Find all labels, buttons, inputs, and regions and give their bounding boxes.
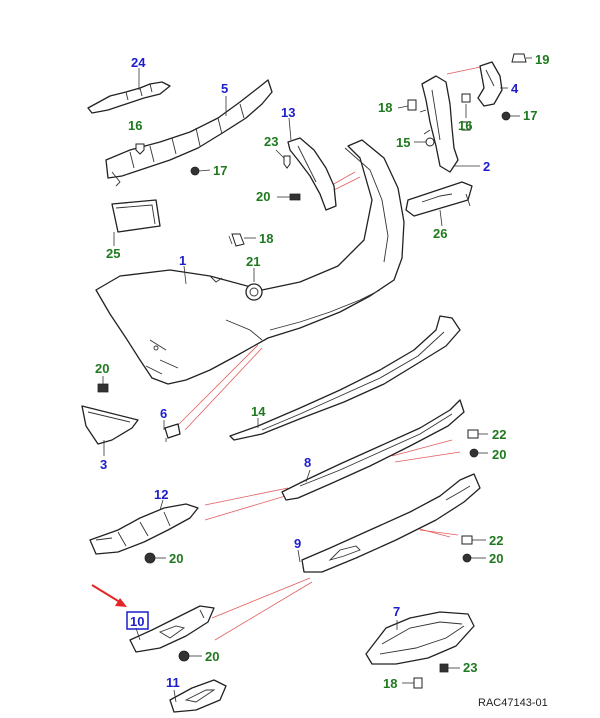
part-6-clip <box>163 420 181 439</box>
label-20: 20 <box>95 361 109 376</box>
label-25: 25 <box>106 246 120 261</box>
label-11: 11 <box>166 675 180 690</box>
part-13-side-bracket <box>287 117 337 211</box>
part-10-highlight-box <box>126 611 149 630</box>
label-6: 6 <box>160 406 167 421</box>
label-16: 16 <box>458 118 472 133</box>
label-3: 3 <box>100 457 107 472</box>
part-labels: 24 5 16 17 13 23 20 25 18 1 21 19 4 18 1… <box>95 52 549 691</box>
part-3-reflector <box>81 405 139 456</box>
label-17: 17 <box>523 108 537 123</box>
part-1-bumper-cover <box>95 139 405 385</box>
label-26: 26 <box>433 226 447 241</box>
part-7-skid-plate <box>365 611 475 665</box>
label-19: 19 <box>535 52 549 67</box>
label-18: 18 <box>378 100 392 115</box>
label-22: 22 <box>489 533 503 548</box>
label-16: 16 <box>128 118 142 133</box>
diagram-reference-code: RAC47143-01 <box>478 697 548 709</box>
label-23: 23 <box>463 660 477 675</box>
label-1: 1 <box>179 253 186 268</box>
label-21: 21 <box>246 254 260 269</box>
label-17: 17 <box>213 163 227 178</box>
label-22: 22 <box>492 427 506 442</box>
part-2-right-bracket <box>419 75 480 173</box>
label-20: 20 <box>205 649 219 664</box>
part-10-bracket <box>129 605 215 653</box>
part-9-lower-diffuser <box>297 473 481 573</box>
label-20: 20 <box>489 551 503 566</box>
label-2: 2 <box>483 159 490 174</box>
part-12-left-lower-bracket <box>89 499 199 555</box>
part-8-diffuser <box>281 399 465 501</box>
label-23: 23 <box>264 134 278 149</box>
label-18: 18 <box>383 676 397 691</box>
fasteners <box>97 53 532 689</box>
label-13: 13 <box>281 105 295 120</box>
label-8: 8 <box>304 455 311 470</box>
part-21-round-clip <box>245 268 263 301</box>
pointer-arrow <box>91 584 127 607</box>
label-20: 20 <box>256 189 270 204</box>
label-10: 10 <box>130 614 144 629</box>
part-14-trim-strip <box>229 315 461 441</box>
label-20: 20 <box>169 551 183 566</box>
label-14: 14 <box>251 404 266 419</box>
label-12: 12 <box>154 487 168 502</box>
label-9: 9 <box>294 536 301 551</box>
label-15: 15 <box>396 135 410 150</box>
part-4-hook-bracket <box>477 61 508 107</box>
part-11-corner-trim <box>169 679 227 713</box>
part-5-energy-absorber <box>105 79 273 187</box>
part-26-bracket <box>405 181 473 227</box>
label-4: 4 <box>511 81 519 96</box>
label-18: 18 <box>259 231 273 246</box>
part-24-upper-absorber <box>87 68 171 114</box>
label-20: 20 <box>492 447 506 462</box>
part-25-cover-plate <box>111 199 161 246</box>
label-5: 5 <box>221 81 228 96</box>
label-7: 7 <box>393 604 400 619</box>
label-24: 24 <box>131 55 146 70</box>
